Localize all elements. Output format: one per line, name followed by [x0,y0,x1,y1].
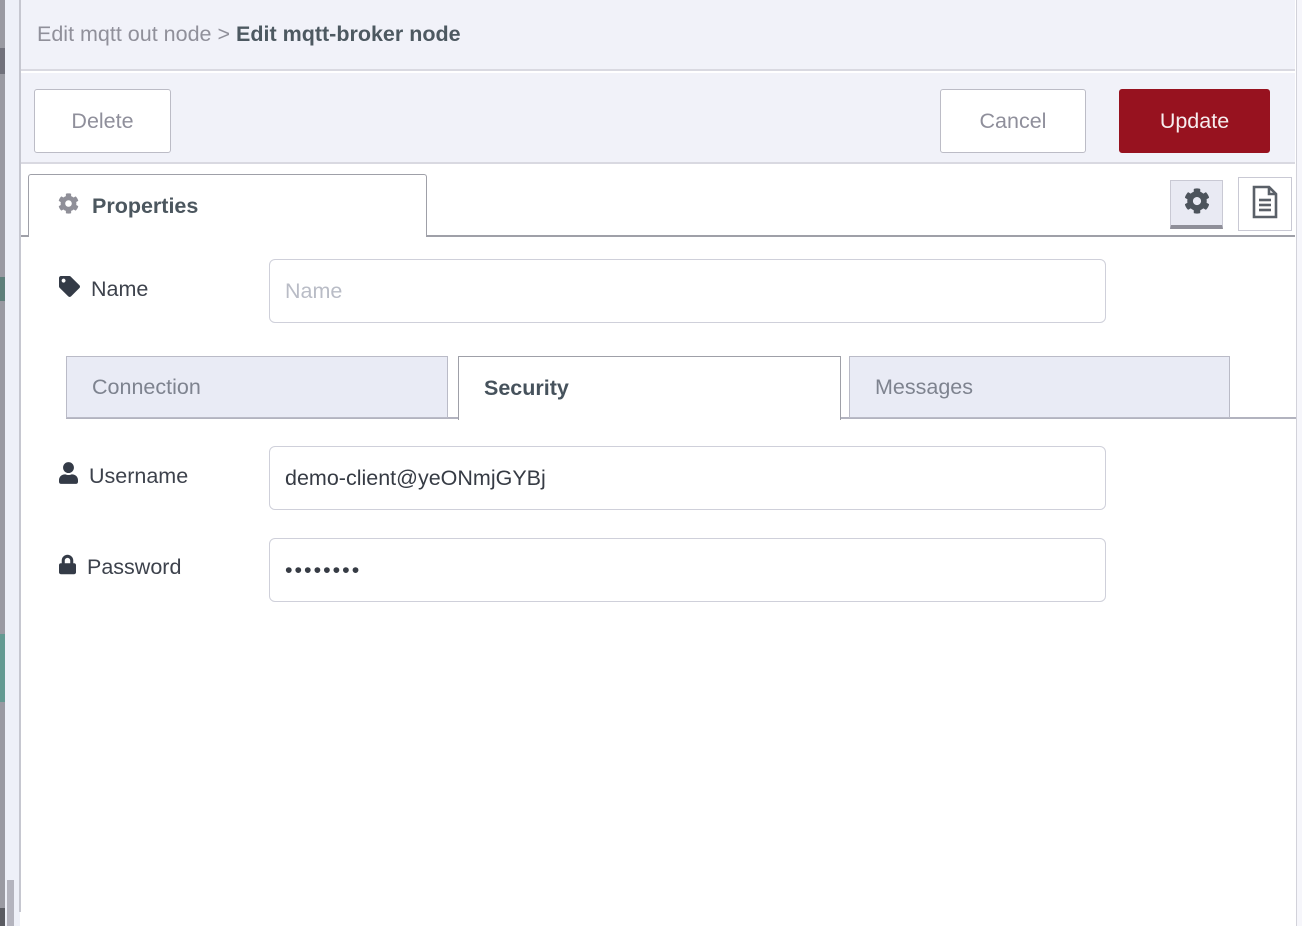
tray-toolbar: Delete Cancel Update [21,73,1295,164]
delete-button[interactable]: Delete [34,89,171,153]
palette-node-fragment [0,908,5,926]
username-input[interactable] [269,446,1106,510]
tab-messages[interactable]: Messages [849,356,1230,418]
password-input[interactable] [269,538,1106,602]
cancel-button[interactable]: Cancel [940,89,1086,153]
palette-scrollbar[interactable] [7,880,14,926]
tray-left-border [19,0,21,912]
tray-right-edge [1296,0,1302,926]
edit-properties-toggle-button[interactable] [1170,180,1223,229]
update-button[interactable]: Update [1119,89,1270,153]
name-field-label: Name [59,276,148,303]
breadcrumb-parent[interactable]: Edit mqtt out node [37,22,212,46]
palette-node-fragment [0,634,5,702]
editor-tabbar: Properties [21,166,1295,237]
password-label-text: Password [87,555,182,579]
tab-connection[interactable]: Connection [66,356,448,418]
name-input[interactable] [269,259,1106,323]
tray-header: Edit mqtt out node > Edit mqtt-broker no… [21,0,1295,71]
breadcrumb-separator: > [211,22,237,46]
name-label-text: Name [91,277,149,301]
palette-strip [0,0,5,926]
workspace-backdrop [0,0,20,926]
document-icon [1250,185,1280,224]
edit-tray: Edit mqtt out node > Edit mqtt-broker no… [21,0,1296,926]
user-icon [59,462,78,490]
cog-icon [1184,187,1210,219]
palette-node-fragment [0,48,5,74]
tab-security[interactable]: Security [458,356,841,420]
edit-description-button[interactable] [1238,177,1292,231]
username-field-label: Username [59,462,188,490]
cog-icon [58,193,79,219]
palette-node-fragment [0,277,5,301]
tab-properties[interactable]: Properties [28,174,427,237]
lock-icon [59,554,76,581]
username-label-text: Username [89,463,189,488]
properties-tab-label: Properties [92,193,199,218]
tag-icon [59,276,80,303]
broker-config-tabs: Connection Security Messages [66,356,1296,420]
breadcrumb-current: Edit mqtt-broker node [236,22,461,46]
password-field-label: Password [59,554,181,581]
tabbar-divider [21,235,1295,237]
